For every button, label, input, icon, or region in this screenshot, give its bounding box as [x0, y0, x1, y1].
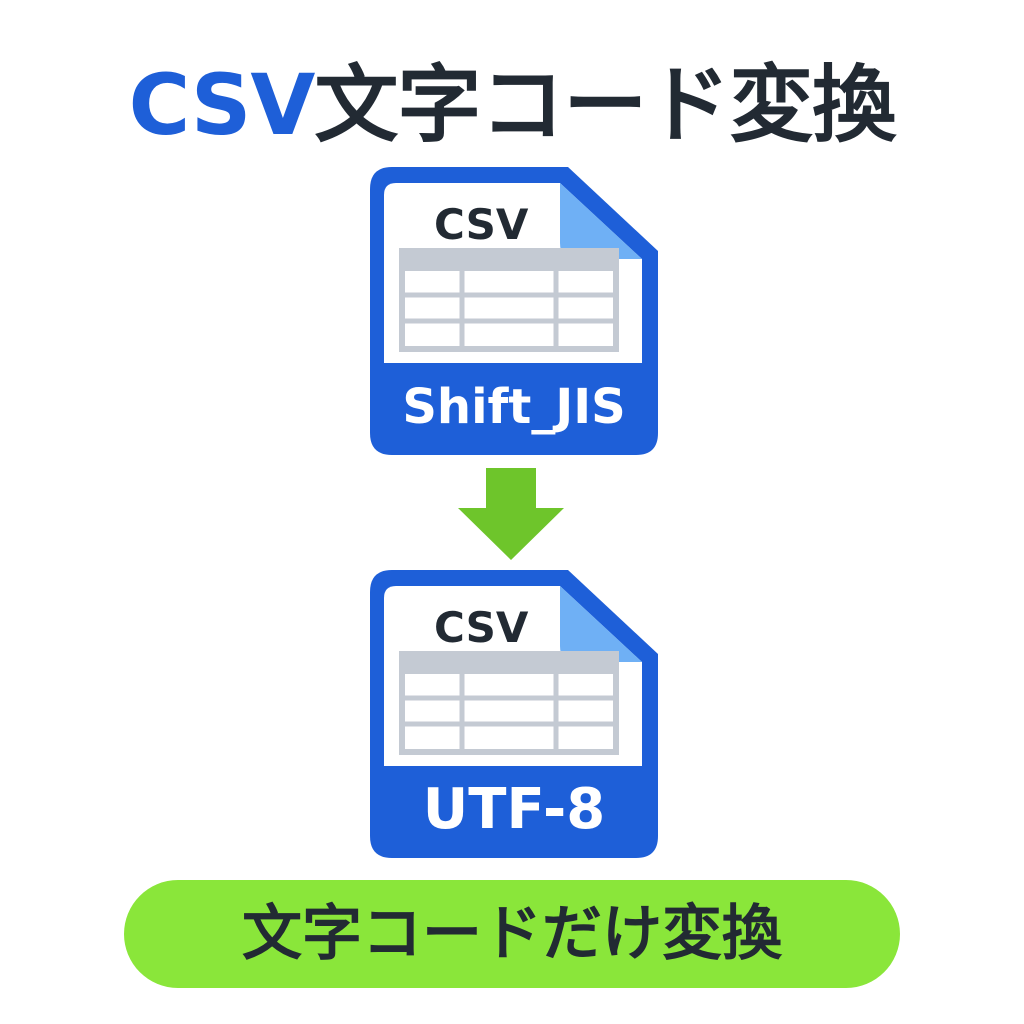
target-file-card: CSV UTF-8: [368, 568, 660, 860]
summary-badge-text: 文字コードだけ変換: [242, 899, 782, 969]
target-encoding-label: UTF-8: [422, 777, 606, 842]
source-file-card: CSV Shift_JIS: [368, 165, 660, 457]
source-encoding-label: Shift_JIS: [402, 379, 626, 435]
arrow-down-icon: [458, 468, 564, 560]
csv-file-icon: [370, 167, 658, 455]
spreadsheet-grid-icon: [399, 248, 619, 352]
title-accent-csv: CSV: [128, 56, 316, 154]
target-file-type: CSV: [434, 603, 529, 652]
summary-badge: 文字コードだけ変換: [124, 880, 900, 988]
title-text: 文字コード変換: [314, 56, 896, 154]
spreadsheet-grid-icon: [399, 651, 619, 755]
page-title: CSV文字コード変換: [0, 50, 1024, 160]
csv-file-icon: [370, 570, 658, 858]
source-file-type: CSV: [434, 200, 529, 249]
